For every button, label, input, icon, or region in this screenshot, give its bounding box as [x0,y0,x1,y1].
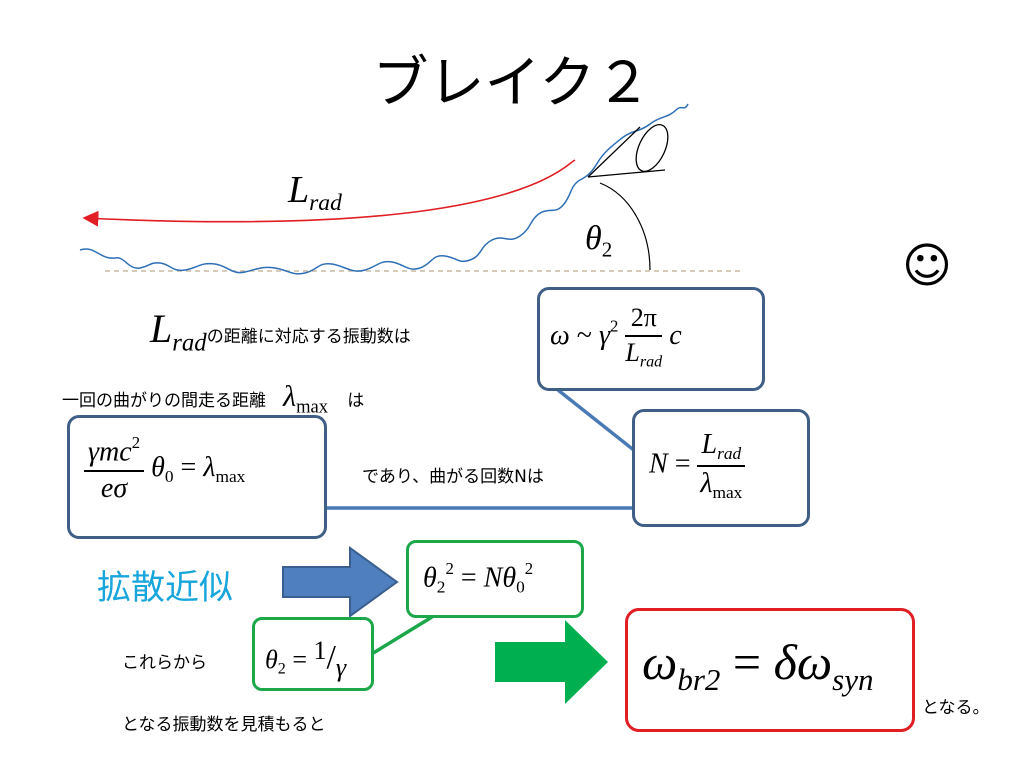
korera-text: これらから [122,653,207,673]
n-formula-box: N = Lrad λmax [632,409,810,527]
line3: であり、曲がる回数Nは [362,467,544,487]
theta2-result-box: θ2 = 1/γ [252,617,374,691]
blue-arrow [282,546,399,618]
particle-path [79,103,689,275]
lrad-arrow [82,161,573,227]
emission-cone [587,124,669,178]
theta2-label: θ2 [585,220,613,262]
diffusion-label: 拡散近似 [97,568,233,608]
line1: Lradの距離に対応する振動数は [150,306,411,357]
omega-formula-box: ω ~ γ2 2π Lrad c [537,287,765,391]
green-arrow [495,620,608,704]
naru-text: となる。 [922,698,990,718]
bottom-text: となる振動数を見積もると [122,715,326,735]
smiley-icon: ☺ [902,238,953,294]
line2: 一回の曲がりの間走る距離 λmax は [62,380,365,418]
theta-diffusion-box: θ22 = Nθ02 [406,540,584,618]
connector-3 [369,615,433,657]
connector-1 [556,388,642,457]
angle-arc [599,182,651,271]
page-title: ブレイク２ [372,51,652,116]
lambda-formula-box: γmc2 eσ θ0 = λmax [67,415,327,539]
lrad-label: Lrad [288,169,342,217]
result-formula-box: ωbr2 = δωsyn [625,608,915,732]
